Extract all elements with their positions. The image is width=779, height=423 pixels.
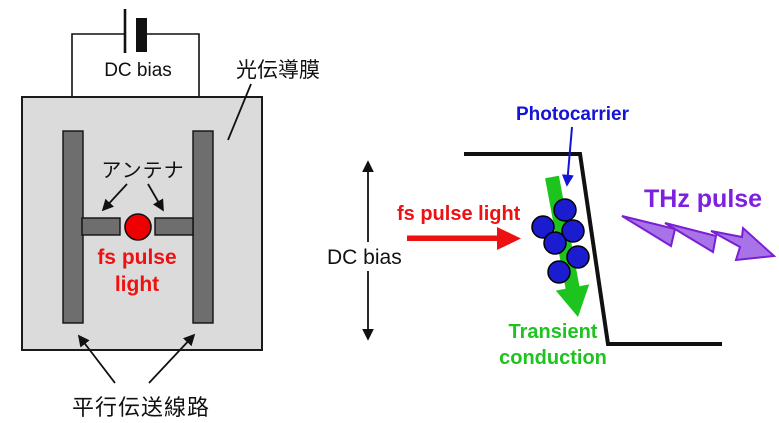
photocarrier-dot: [553, 198, 577, 222]
fs-pulse-light-label-left: fs pulse light: [94, 244, 180, 298]
transient-conduction-line1: Transient: [508, 321, 598, 343]
antenna-arrow-right: [147, 183, 164, 212]
thz-wave-arrowhead: [710, 225, 777, 262]
photocarrier-dots: [531, 198, 590, 284]
photocarrier-label: Photocarrier: [516, 104, 629, 125]
electrode-right: [192, 130, 214, 324]
laser-spot: [124, 213, 152, 241]
electrode-edge-line: [464, 152, 722, 346]
battery-short-plate-icon: [136, 18, 147, 52]
photocarrier-dot: [566, 245, 590, 269]
transmission-arrow-right: [148, 333, 196, 384]
thz-wave-tooth: [621, 215, 677, 248]
parallel-transmission-line-label: 平行伝送線路: [72, 395, 211, 420]
electrode-left: [62, 130, 84, 324]
thz-wave-tooth: [664, 222, 718, 254]
fs-pulse-light-line2: light: [114, 273, 160, 296]
photocarrier-dot: [547, 260, 571, 284]
carrier-dynamics-schematic: [362, 126, 777, 346]
antenna-stub-right: [154, 217, 194, 236]
photoconductive-film-label: 光伝導膜: [236, 59, 320, 82]
fs-pulse-light-line1: fs pulse: [97, 246, 177, 269]
photocarrier-pointer-arrow: [561, 126, 574, 187]
fs-pulse-light-label-right: fs pulse light: [397, 203, 521, 225]
photocarrier-dot: [561, 219, 585, 243]
antenna-stub-left: [81, 217, 121, 236]
antenna-chip-schematic: [21, 9, 263, 384]
antenna-arrow-left: [101, 183, 128, 212]
film-label-pointer: [227, 83, 252, 141]
thz-pulse-label: THz pulse: [644, 185, 763, 213]
fs-pulse-arrow: [407, 227, 521, 250]
transient-conduction-label: Transient conduction: [470, 319, 636, 371]
photocarrier-dot: [531, 215, 555, 239]
transient-conduction-line2: conduction: [499, 347, 607, 369]
antenna-label: アンテナ: [101, 160, 185, 182]
dc-bias-label-right: DC bias: [327, 246, 402, 269]
photocarrier-dot: [543, 231, 567, 255]
thz-pulse-waves: [621, 215, 777, 262]
transmission-arrow-left: [77, 334, 116, 384]
dc-bias-label-left: DC bias: [104, 60, 172, 81]
